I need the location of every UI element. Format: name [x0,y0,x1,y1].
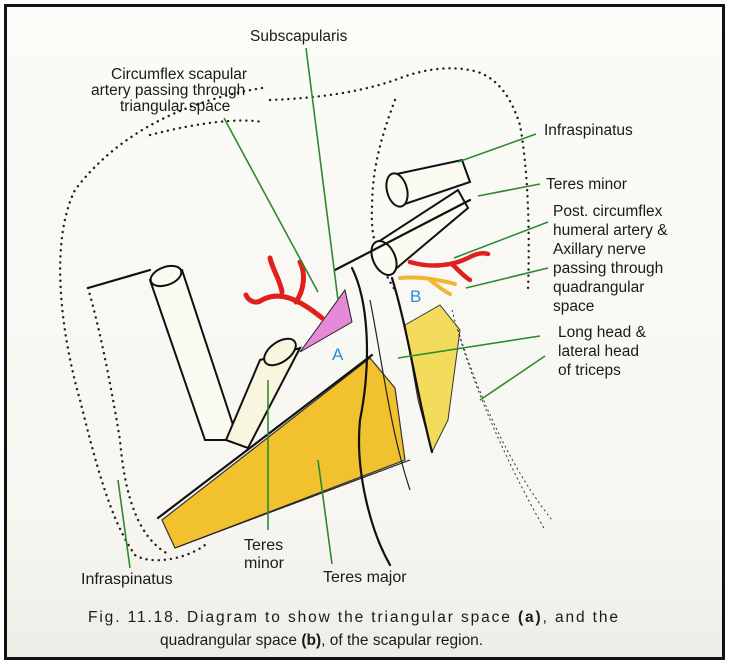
leader-axillary-nerve [466,268,548,288]
label-post-circumflex-2: humeral artery & [553,222,668,239]
leader-teres-minor-right [478,184,540,196]
teres-minor-top-edge [88,270,150,288]
label-post-circumflex-3: Axillary nerve [553,241,646,258]
label-space-b: B [410,287,421,306]
caption-line-2: quadrangular space (b), of the scapular … [160,632,483,649]
back-outline [150,121,262,135]
label-post-circumflex-5: quadrangular [553,279,644,296]
caption-line1-pre: Fig. 11.18. Diagram to show the triangul… [88,609,516,626]
label-subscapularis: Subscapularis [250,28,348,45]
label-space-a: A [332,345,344,364]
label-infraspinatus-bottom: Infraspinatus [81,571,173,588]
axillary-nerve [400,277,455,294]
label-long-head-3: of triceps [558,362,621,379]
label-teres-major: Teres major [323,569,407,586]
caption-line2-pre: quadrangular space [160,632,301,649]
caption-line2-post: , of the scapular region. [321,632,483,649]
label-post-circumflex-6: space [553,298,594,315]
leader-post-circumflex [454,222,548,258]
label-circumflex-scapular-1: Circumflex scapular [111,66,247,83]
caption-line1-post: , and the [543,609,618,626]
caption-line-1: Fig. 11.18. Diagram to show the triangul… [88,609,618,626]
caption-line2-bold: (b) [301,632,321,649]
circumflex-scapular-artery [246,258,322,318]
label-long-head-1: Long head & [558,324,647,341]
label-teres-minor-bottom-2: minor [244,555,285,572]
label-infraspinatus-top: Infraspinatus [544,122,633,139]
label-long-head-2: lateral head [558,343,639,360]
triangular-space [300,290,352,352]
triceps-long-head [405,305,460,452]
label-teres-minor-bottom-1: Teres [244,537,283,554]
triceps-lateral-hatch-2 [458,330,552,520]
teres-minor-muscle-left [150,270,238,440]
label-circumflex-scapular-2: artery passing through [91,82,245,99]
label-circumflex-scapular-3: triangular space [120,98,230,115]
infraspinatus-region [88,288,170,555]
label-post-circumflex-1: Post. circumflex [553,203,663,220]
label-teres-minor-right: Teres minor [546,176,627,193]
caption-line1-bold: (a) [518,609,541,626]
leader-subscapularis [306,48,338,300]
leader-infraspinatus-bottom [118,480,130,568]
leader-lateral-head [480,356,545,400]
label-post-circumflex-4: passing through [553,260,663,277]
